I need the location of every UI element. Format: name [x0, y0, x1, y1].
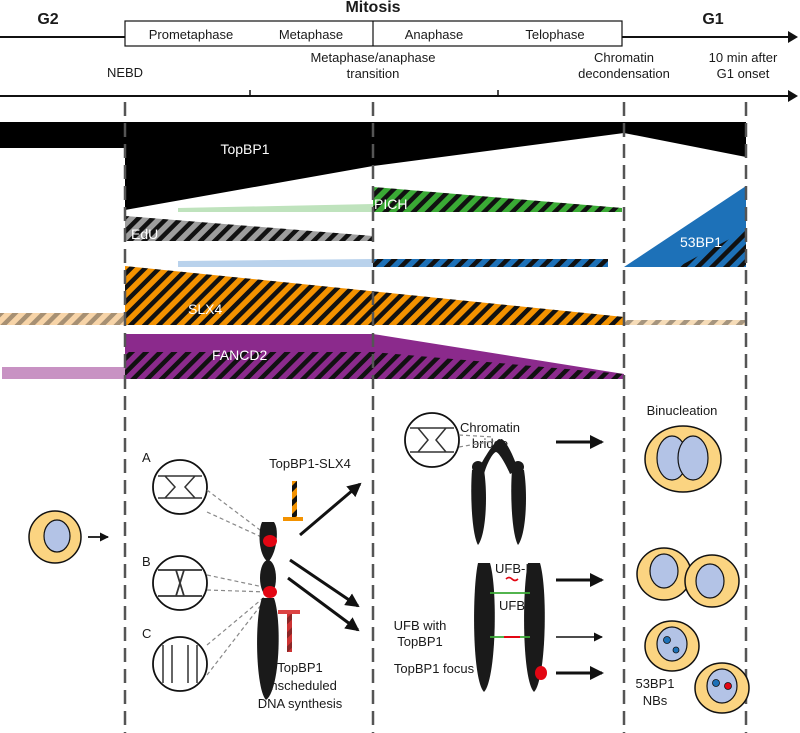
fancd2-label: FANCD2: [212, 347, 267, 363]
mitosis-label: Mitosis: [345, 0, 400, 16]
g1-onset-label-2: G1 onset: [717, 66, 770, 81]
53bp1-label: 53BP1: [680, 234, 722, 250]
anaphase-label: Anaphase: [405, 27, 464, 42]
telophase-label: Telophase: [525, 27, 584, 42]
nebd-label: NEBD: [107, 65, 143, 80]
structure-c: C: [142, 626, 208, 692]
slx4-band: SLX4: [0, 266, 746, 325]
mitotic-chromosome: [257, 522, 279, 700]
binucleation-cell: Binucleation: [644, 403, 722, 493]
g1-label: G1: [702, 11, 723, 28]
g2-cell: [28, 510, 82, 564]
ufb-i-label: UFB-I: [495, 561, 529, 576]
timepoint-guides: [123, 102, 748, 733]
topbp1-slx4-symbol: TopBP1-SLX4: [269, 456, 351, 521]
ufb-chromosomes: UFB-I UFB UFB with TopBP1 TopBP1 focus: [394, 561, 547, 692]
phase-axis: G2 Mitosis G1 Prometaphase Metaphase Ana…: [0, 0, 798, 47]
ufb-with-label-1: UFB with: [394, 618, 447, 633]
chromatin-decon-label-1: Chromatin: [594, 50, 654, 65]
topbp1-slx4-label: TopBP1-SLX4: [269, 456, 351, 471]
slx4-label: SLX4: [188, 301, 222, 317]
daughter-cells-53bp1-nbs: 53BP1 NBs: [635, 620, 750, 714]
topbp1-unsched-label-1: TopBP1: [277, 660, 323, 675]
binucleation-label: Binucleation: [647, 403, 718, 418]
nbs-label-2: NBs: [643, 693, 668, 708]
structure-b: B: [142, 554, 208, 611]
fancd2-band: FANCD2: [2, 334, 624, 379]
label-c: C: [142, 626, 151, 641]
label-a: A: [142, 450, 151, 465]
53bp1-band: 53BP1: [178, 186, 746, 267]
topbp1-unscheduled-symbol: TopBP1 unscheduled DNA synthesis: [258, 610, 343, 711]
timepoint-labels: NEBD Metaphase/anaphase transition Chrom…: [107, 50, 778, 81]
metaphase-label: Metaphase: [279, 27, 343, 42]
g1-onset-label-1: 10 min after: [709, 50, 778, 65]
structure-a: A: [142, 450, 208, 515]
meta-ana-label-1: Metaphase/anaphase: [310, 50, 435, 65]
topbp1-unsched-label-3: DNA synthesis: [258, 696, 343, 711]
topbp1-unsched-label-2: unscheduled: [263, 678, 337, 693]
prometaphase-label: Prometaphase: [149, 27, 234, 42]
nbs-label-1: 53BP1: [635, 676, 674, 691]
meta-ana-label-2: transition: [347, 66, 400, 81]
chromatin-decon-label-2: decondensation: [578, 66, 670, 81]
structure-pointer-lines: [206, 489, 269, 676]
time-axis: [0, 90, 798, 102]
topbp1-label: TopBP1: [220, 141, 269, 157]
result-arrows: [556, 435, 604, 680]
daughter-cells-ufb: [636, 547, 740, 608]
pich-band: PICH: [178, 187, 622, 212]
chromatin-bridge: Chromatin bridge: [404, 412, 526, 545]
chromatin-bridge-label-1: Chromatin: [460, 420, 520, 435]
outcome-arrows: [287, 482, 362, 632]
g2-label: G2: [37, 11, 58, 28]
label-b: B: [142, 554, 151, 569]
topbp1-focus-label: TopBP1 focus: [394, 661, 475, 676]
pich-label: PICH: [374, 196, 407, 212]
edu-band: EdU: [125, 216, 373, 242]
ufb-label: UFB: [499, 598, 525, 613]
ufb-with-label-2: TopBP1: [397, 634, 443, 649]
edu-label: EdU: [131, 226, 158, 242]
